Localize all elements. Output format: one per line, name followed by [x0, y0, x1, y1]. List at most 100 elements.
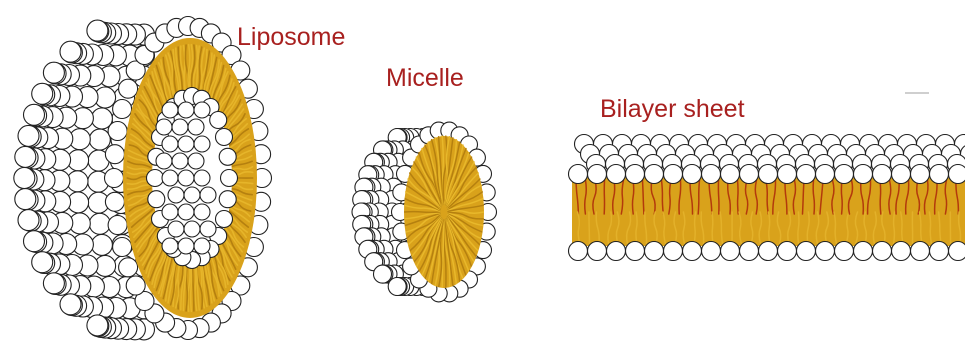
lipid-head: [194, 204, 210, 220]
lipid-head: [43, 62, 64, 83]
lipid-head: [188, 119, 204, 135]
lipid-head: [188, 153, 204, 169]
lipid-head: [854, 242, 873, 261]
lipid-head: [778, 165, 797, 184]
lipid-head: [607, 165, 626, 184]
lipid-tail: [841, 180, 842, 214]
lipid-head: [113, 100, 132, 119]
micelle-label: Micelle: [386, 66, 464, 91]
lipid-head: [930, 242, 949, 261]
lipid-head: [89, 213, 110, 234]
lipid-tail: [880, 180, 881, 214]
lipid-head: [89, 129, 110, 150]
lipid-head: [873, 242, 892, 261]
lipid-head: [835, 242, 854, 261]
lipid-head: [949, 242, 965, 261]
lipid-head: [569, 165, 588, 184]
lipid-head: [721, 242, 740, 261]
lipid-head: [172, 119, 188, 135]
lipid-tail: [589, 212, 590, 244]
stray-mark: [905, 92, 929, 94]
lipid-head: [194, 238, 210, 254]
lipid-head: [200, 187, 216, 203]
bilayer-sheet-label: Bilayer sheet: [600, 97, 745, 122]
lipid-head: [156, 119, 172, 135]
lipid-head: [148, 191, 165, 208]
lipid-head: [374, 265, 392, 283]
lipid-head: [588, 242, 607, 261]
lipid-head: [816, 242, 835, 261]
lipid-head: [949, 165, 965, 184]
lipid-head: [24, 231, 45, 252]
lipid-head: [588, 165, 607, 184]
lipid-head: [892, 165, 911, 184]
lipid-head: [15, 189, 36, 210]
lipid-head: [156, 153, 172, 169]
lipid-head: [194, 102, 210, 118]
lipid-head: [759, 242, 778, 261]
lipid-head: [168, 187, 184, 203]
lipid-tail: [694, 212, 696, 244]
lipid-head: [87, 20, 108, 41]
lipid-head: [219, 191, 236, 208]
lipid-head: [18, 125, 39, 146]
lipid-head: [664, 242, 683, 261]
lipid-head: [168, 221, 184, 237]
lipid-head: [702, 242, 721, 261]
lipid-head: [854, 165, 873, 184]
lipid-head: [221, 170, 238, 187]
lipid-head: [162, 238, 178, 254]
lipid-head: [626, 165, 645, 184]
lipid-head: [797, 165, 816, 184]
lipid-head: [87, 315, 108, 336]
lipid-head: [162, 136, 178, 152]
lipid-head: [626, 242, 645, 261]
lipid-head: [194, 136, 210, 152]
lipid-head: [835, 165, 854, 184]
lipid-head: [32, 83, 53, 104]
lipid-head: [645, 242, 664, 261]
lipid-head: [119, 79, 138, 98]
lipid-head: [178, 170, 194, 186]
lipid-head: [184, 187, 200, 203]
lipid-head: [126, 276, 145, 295]
lipid-head: [816, 165, 835, 184]
lipid-head: [210, 112, 227, 129]
lipid-head: [702, 165, 721, 184]
lipid-head: [607, 242, 626, 261]
lipid-head: [147, 170, 164, 187]
lipid-head: [216, 129, 233, 146]
lipid-tail: [718, 180, 719, 214]
lipid-head: [388, 278, 406, 296]
micelle-figure: [352, 122, 497, 302]
lipid-head: [178, 136, 194, 152]
lipid-tail: [712, 212, 713, 244]
liposome-label: Liposome: [237, 25, 345, 50]
lipid-head: [683, 165, 702, 184]
lipid-head: [172, 153, 188, 169]
lipid-head: [797, 242, 816, 261]
bilayer-sheet-figure: [569, 135, 965, 261]
lipid-tail: [769, 212, 771, 244]
lipid-head: [105, 169, 124, 188]
lipid-head: [683, 242, 702, 261]
lipid-head: [200, 221, 216, 237]
lipid-tail: [738, 180, 739, 214]
lipid-head: [740, 165, 759, 184]
lipid-tail: [404, 212, 440, 213]
lipid-head: [119, 258, 138, 277]
lipid-head: [740, 242, 759, 261]
lipid-head: [873, 165, 892, 184]
lipid-head: [664, 165, 683, 184]
lipid-head: [911, 242, 930, 261]
lipid-head: [911, 165, 930, 184]
lipid-head: [184, 221, 200, 237]
lipid-head: [18, 210, 39, 231]
lipid-head: [216, 211, 233, 228]
lipid-head: [178, 204, 194, 220]
lipid-head: [892, 242, 911, 261]
lipid-tail: [191, 262, 192, 311]
lipid-head: [60, 294, 81, 315]
